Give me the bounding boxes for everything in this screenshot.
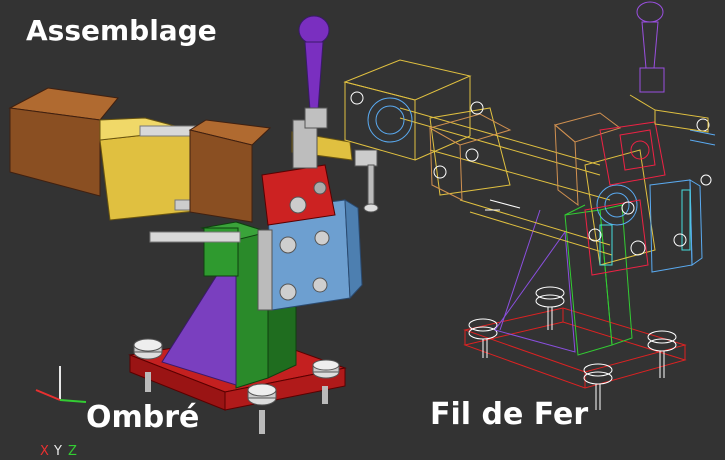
axis-x-label: X — [40, 444, 49, 459]
wire-clamp-arm — [629, 94, 709, 133]
x-axis-line — [35, 389, 61, 401]
wire-column — [564, 204, 633, 356]
gusset — [161, 243, 237, 386]
clamp-plate-spacer — [257, 229, 273, 311]
clamp-spindle — [354, 149, 379, 213]
wireframe-mode-label: Fil de Fer — [430, 397, 589, 432]
clamp-pivot-2 — [313, 181, 327, 195]
wire-cylinder — [343, 59, 656, 266]
wire-clamp — [584, 121, 666, 276]
wire-gusset — [494, 209, 576, 353]
axis-z-label: Z — [68, 444, 77, 459]
z-axis-line — [59, 399, 87, 403]
base-bolts — [133, 338, 340, 434]
wire-blocks — [428, 112, 622, 207]
shaded-model[interactable] — [8, 15, 379, 434]
wire-plate — [367, 97, 716, 273]
assembly-title: Assemblage — [26, 14, 217, 47]
axis-y-label: Y — [54, 444, 62, 459]
cylinder-rear-block — [9, 107, 101, 197]
toggle-clamp-body — [261, 164, 336, 226]
wire-base-bolts — [468, 286, 677, 410]
wire-bolts — [350, 91, 712, 256]
wireframe-model[interactable] — [343, 1, 716, 410]
clamp-handle — [298, 15, 330, 129]
clamp-plate-edge — [344, 199, 363, 300]
wire-handle — [636, 1, 665, 93]
plate-bolts — [279, 230, 330, 301]
cylinder-front-block — [189, 129, 253, 223]
clamp-pivot — [289, 196, 307, 214]
wire-details — [599, 189, 691, 266]
axis-triad: X Y Z — [30, 362, 90, 460]
axis-triad-icon — [35, 366, 87, 403]
shaded-mode-label: Ombré — [86, 400, 200, 435]
